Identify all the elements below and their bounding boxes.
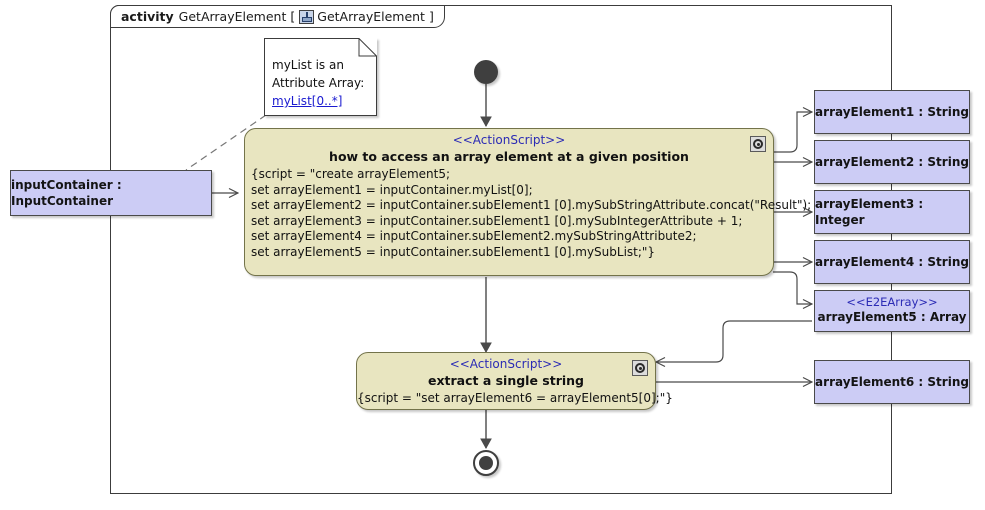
frame-bracket-open: [ — [290, 9, 296, 24]
note-text: myList is an Attribute Array: myList[0..… — [272, 56, 364, 110]
frame-keyword: activity — [121, 9, 174, 24]
note-line-1: myList is an — [272, 58, 344, 72]
action2-script: {script = "set arrayElement6 = arrayElem… — [357, 389, 673, 407]
action-node-access-array-element[interactable]: <<ActionScript>> how to access an array … — [244, 128, 812, 276]
script-line: {script = "create arrayElement5; — [251, 167, 451, 181]
object-node-label: arrayElement1 : String — [815, 105, 969, 119]
action1-title: how to access an array element at a give… — [329, 149, 689, 164]
script-line: set arrayElement4 = inputContainer.subEl… — [251, 229, 697, 243]
object-node-label: arrayElement5 : Array — [817, 310, 967, 324]
script-gear-icon[interactable] — [750, 136, 766, 152]
note-shape — [264, 38, 377, 116]
action1-stereotype: <<ActionScript>> — [452, 133, 566, 147]
note-link[interactable]: myList[0..*] — [272, 94, 343, 108]
action2-stereotype: <<ActionScript>> — [449, 357, 563, 371]
frame-name: GetArrayElement — [178, 9, 287, 24]
object-node-array-element-6[interactable]: arrayElement6 : String — [814, 360, 970, 404]
object-node-stereotype: <<E2EArray>> — [846, 295, 938, 309]
script-line: set arrayElement1 = inputContainer.myLis… — [251, 182, 533, 197]
script-gear-icon[interactable] — [632, 360, 648, 376]
object-node-array-element-5[interactable]: <<E2EArray>> arrayElement5 : Array — [814, 290, 970, 332]
final-node — [473, 450, 499, 476]
object-node-label: arrayElement4 : String — [815, 255, 969, 269]
object-node-array-element-1[interactable]: arrayElement1 : String — [814, 90, 970, 134]
activity-icon — [299, 9, 315, 24]
script-line: set arrayElement2 = inputContainer.subEl… — [251, 198, 812, 212]
object-node-input-container[interactable]: inputContainer : InputContainer — [10, 170, 212, 216]
action1-script: {script = "create arrayElement5; set arr… — [245, 165, 812, 260]
note-line-2: Attribute Array: — [272, 76, 365, 90]
script-line: set arrayElement3 = inputContainer.subEl… — [251, 213, 743, 228]
object-node-label: arrayElement6 : String — [815, 375, 969, 389]
script-line: set arrayElement5 = inputContainer.subEl… — [251, 244, 656, 259]
activity-frame-title: activity GetArrayElement [ GetArrayEleme… — [110, 5, 445, 28]
initial-node — [474, 60, 498, 84]
object-node-label: arrayElement3 : Integer — [815, 197, 924, 227]
object-node-array-element-3[interactable]: arrayElement3 : Integer — [814, 190, 970, 234]
comment-note: myList is an Attribute Array: myList[0..… — [264, 38, 377, 116]
object-node-label: inputContainer : InputContainer — [11, 178, 122, 208]
action2-title: extract a single string — [427, 373, 585, 388]
object-node-array-element-4[interactable]: arrayElement4 : String — [814, 240, 970, 284]
frame-bracket-close: ] — [428, 9, 434, 24]
object-node-label: arrayElement2 : String — [815, 155, 969, 169]
object-node-array-element-2[interactable]: arrayElement2 : String — [814, 140, 970, 184]
action-node-extract-single-string[interactable]: <<ActionScript>> extract a single string… — [356, 352, 673, 410]
script-line: {script = "set arrayElement6 = arrayElem… — [357, 391, 673, 405]
frame-inner-name: GetArrayElement — [317, 9, 425, 24]
